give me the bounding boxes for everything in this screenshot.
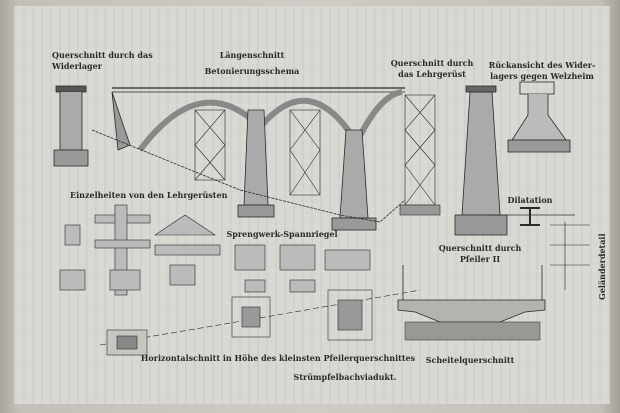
crown-section-label: Scheitelquerschnitt — [425, 355, 515, 365]
pier-ii-cross-section — [454, 85, 508, 236]
label-line: Rückansicht des Wider- — [488, 60, 596, 70]
label-line: Querschnitt durch das — [52, 50, 153, 60]
strut-beam-drawings — [234, 244, 371, 293]
strut-beam-label: Sprengwerk-Spannriegel — [226, 229, 338, 239]
abutment-section-drawing — [53, 85, 89, 167]
dilatation-label: Dilatation — [507, 195, 553, 205]
rear-view-label: Rückansicht des Wider-lagers gegen Welzh… — [489, 60, 596, 82]
viaduct-longitudinal-section — [91, 87, 406, 231]
drawing-title: Strümpfelbachviadukt. — [293, 372, 397, 382]
label-line: Längenschnitt — [219, 50, 285, 60]
railing-detail-label: Geländerdetail — [597, 233, 607, 301]
horizontal-section-label: Horizontalschnitt in Höhe des kleinsten … — [140, 353, 416, 363]
railing-detail-drawing — [550, 222, 590, 290]
crown-cross-section — [397, 265, 546, 341]
label-line: Querschnitt durch — [438, 243, 522, 253]
label-line: Widerlager — [52, 61, 102, 71]
label-line: das Lehrgerüst — [398, 69, 466, 79]
dilatation-detail — [490, 207, 575, 226]
falsework-detail-drawings — [59, 204, 221, 296]
label-line: Querschnitt durch — [390, 58, 474, 68]
falsework-cross-section — [399, 94, 441, 216]
abutment-rear-view — [507, 81, 571, 153]
label-line: lagers gegen Welzheim — [490, 71, 594, 81]
label-line: Betonierungsschema — [204, 66, 300, 76]
falsework-details-label: Einzelheiten von den Lehrgerüsten — [70, 190, 228, 200]
label-line: Pfeiler II — [459, 254, 501, 264]
horizontal-section-drawings — [99, 289, 421, 356]
